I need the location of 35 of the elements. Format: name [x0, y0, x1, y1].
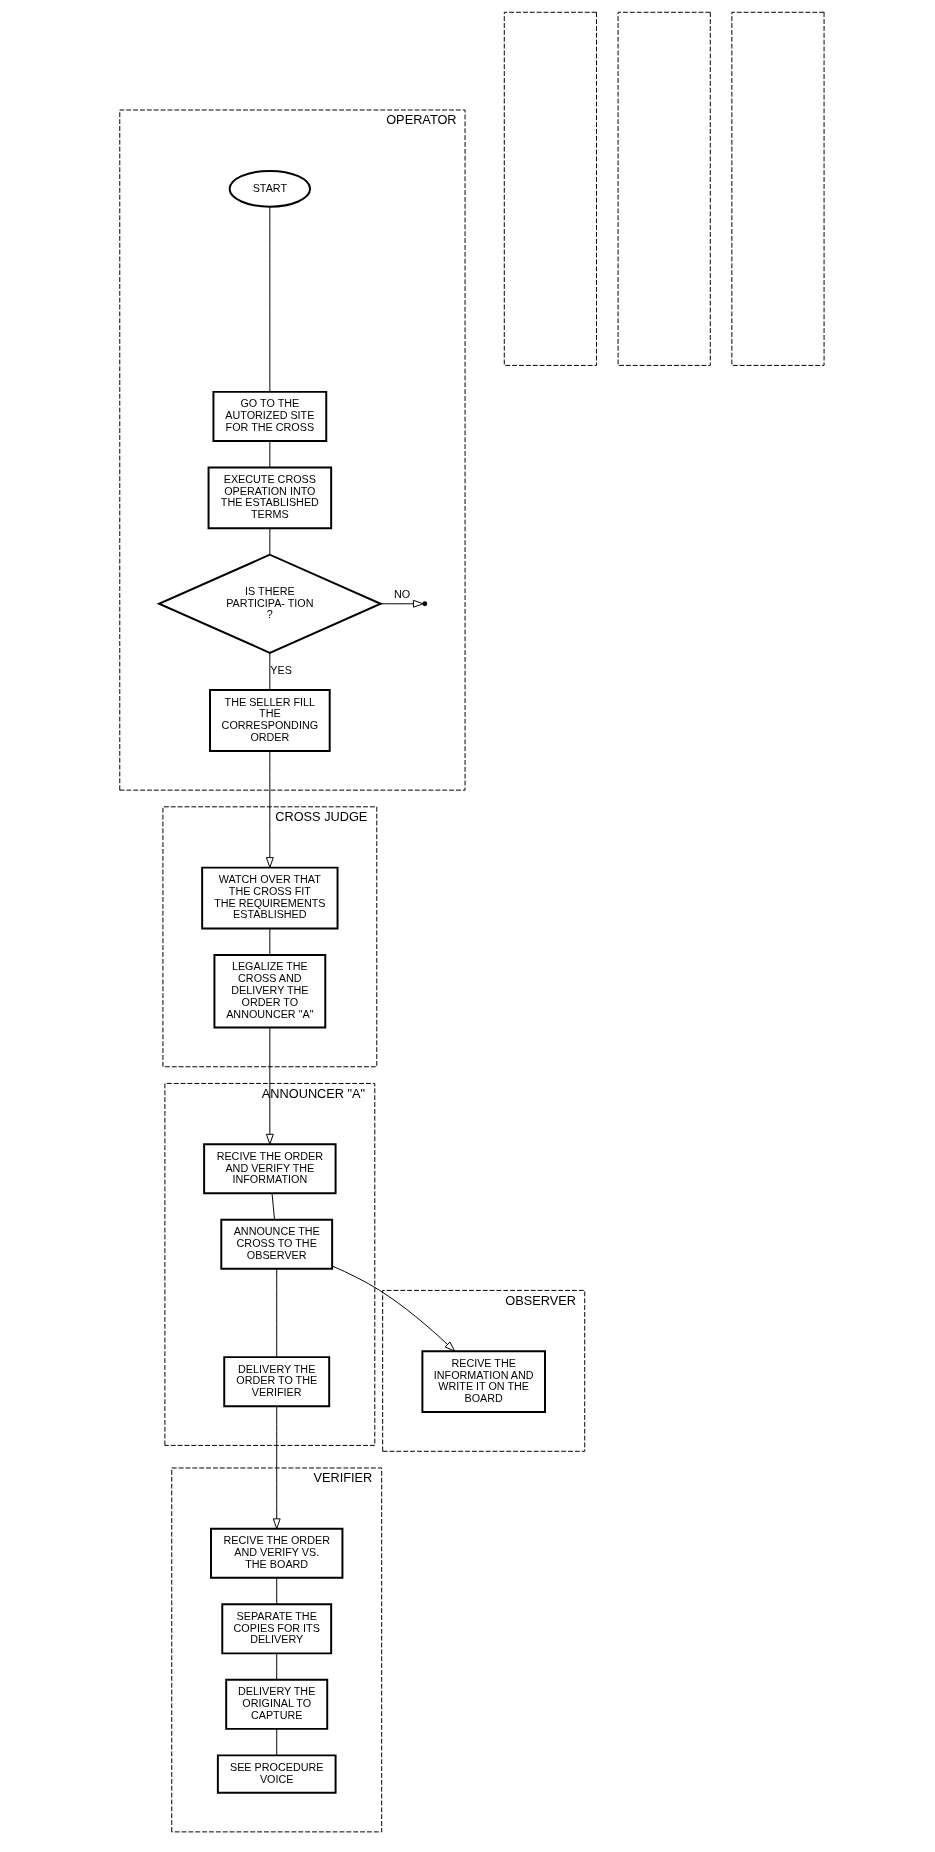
node-diamond: IS THERE PARTICIPA- TION ? [156, 553, 383, 654]
connector [268, 440, 270, 468]
connector [271, 1192, 275, 1221]
node-box: WATCH OVER THAT THE CROSS FIT THE REQUIREMENTS ESTABLISHED [200, 866, 339, 930]
edge-label: NO [393, 587, 410, 600]
arrow [331, 1265, 455, 1352]
node-box: DELIVERY THE ORIGINAL TO CAPTURE [224, 1678, 328, 1730]
arrow [379, 599, 424, 608]
edge-label: YES [269, 664, 292, 677]
connector [275, 1728, 277, 1756]
connector [268, 928, 270, 956]
connector [275, 1577, 277, 1605]
node-box: DELIVERY THE ORDER TO THE VERIFIER [222, 1356, 330, 1408]
node-band [503, 11, 597, 366]
connector [268, 652, 270, 691]
arrow [265, 1027, 274, 1145]
node-box: THE SELLER FILL THE CORRESPONDING ORDER [208, 689, 331, 752]
arrow [272, 1405, 281, 1530]
connector [275, 1653, 277, 1681]
node-box: GO TO THE AUTORIZED SITE FOR THE CROSS [211, 390, 327, 442]
connector [268, 206, 270, 393]
node-ellipse: START [228, 169, 311, 208]
node-box: SEPARATE THE COPIES FOR ITS DELIVERY [220, 1603, 332, 1655]
node-box: RECIVE THE INFORMATION AND WRITE IT ON THE BOARD [420, 1350, 546, 1414]
connector [275, 1268, 277, 1358]
node-box: ANNOUNCE THE CROSS TO THE OBSERVER [219, 1218, 333, 1270]
node-band [730, 11, 825, 366]
node-box: RECIVE THE ORDER AND VERIFY VS. THE BOARD [209, 1527, 343, 1579]
node-box: EXECUTE CROSS OPERATION INTO THE ESTABLISHED TERMS [207, 466, 332, 530]
node-band [617, 11, 711, 366]
node-box: LEGALIZE THE CROSS AND DELIVERY THE ORDER TO ANNOUNCER "A" [212, 953, 326, 1029]
arrow [265, 750, 274, 868]
connector [268, 527, 270, 555]
node-box: RECIVE THE ORDER AND VERIFY THE INFORMATION [202, 1143, 337, 1195]
node-box: SEE PROCEDURE VOICE [216, 1754, 337, 1794]
